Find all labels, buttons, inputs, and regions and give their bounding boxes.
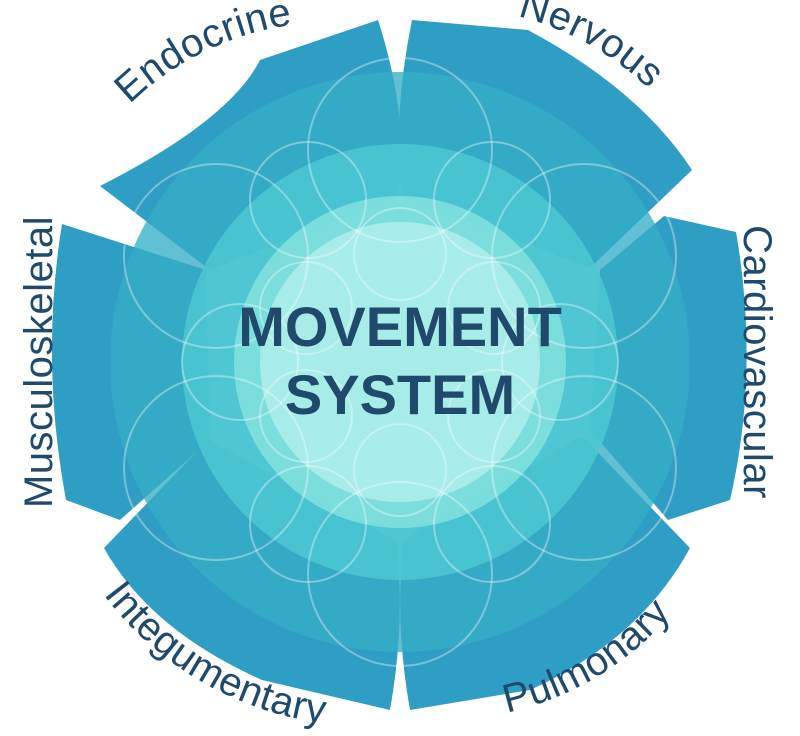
label-cardiovascular: Cardiovascular — [735, 225, 779, 499]
overlap-circles — [123, 57, 677, 667]
label-musculoskeletal: Musculoskeletal — [17, 216, 61, 508]
overlap-circle — [259, 261, 353, 355]
overlap-circle — [123, 163, 309, 349]
overlap-circle — [259, 369, 353, 463]
overlap-circle — [353, 423, 447, 517]
center-core — [260, 222, 540, 502]
overlap-circle — [491, 163, 677, 349]
overlap-circle — [353, 207, 447, 301]
overlap-circle — [181, 303, 299, 421]
center-title-line2: SYSTEM — [285, 363, 515, 426]
overlap-circle — [249, 465, 367, 583]
overlap-circle — [249, 141, 367, 259]
overlap-circle — [307, 481, 493, 667]
center-title-line1: MOVEMENT — [238, 295, 562, 358]
overlap-circle — [123, 375, 309, 561]
overlap-circle — [447, 369, 541, 463]
overlap-circle — [433, 141, 551, 259]
overlap-circle — [433, 465, 551, 583]
overlap-circle — [501, 303, 619, 421]
overlap-circle — [307, 57, 493, 243]
overlap-circle — [447, 261, 541, 355]
overlap-circle — [491, 375, 677, 561]
